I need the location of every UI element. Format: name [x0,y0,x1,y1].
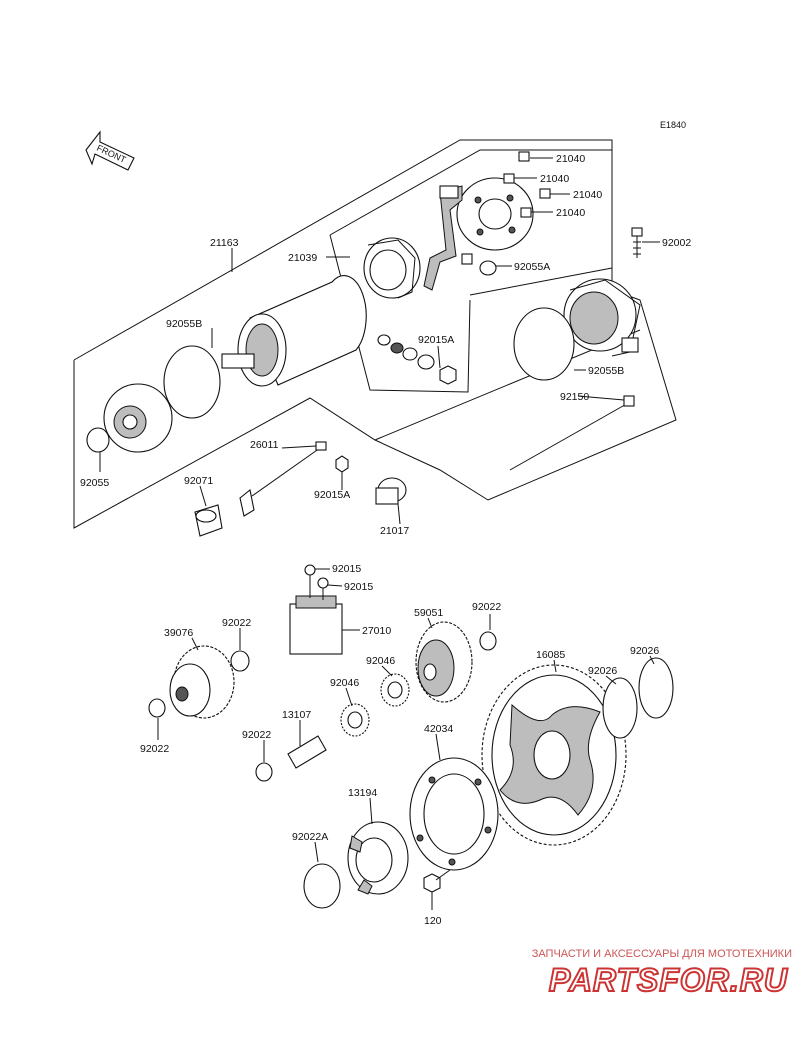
label-92015a-lower: 92015A [314,489,350,501]
label-13107: 13107 [282,709,311,721]
label-13194: 13194 [348,787,377,799]
diagram-code: E1840 [660,120,686,130]
end-cover-right [563,278,641,357]
label-92026-a: 92026 [588,665,617,677]
label-92055b-left: 92055B [166,318,202,330]
needle-bearing-92046-b [380,673,410,707]
label-92022-c: 92022 [242,729,271,741]
washer-92022-c [255,762,273,782]
washer-stack [377,334,457,385]
o-ring-92055b-right [513,307,575,381]
label-92022-b: 92022 [140,743,169,755]
gear-39076 [169,645,235,719]
holder-21039 [363,237,421,299]
label-21017: 21017 [380,525,409,537]
o-ring-92055b-left [163,345,221,419]
washer-92022-b [148,698,166,718]
clutch-housing-42034 [409,757,499,871]
washer-92026-a [602,677,638,739]
label-39076: 39076 [164,627,193,639]
shaft-13107 [287,735,327,769]
label-92071: 92071 [184,475,213,487]
o-ring-92055a [479,260,497,276]
label-59051: 59051 [414,607,443,619]
o-ring-92055 [86,427,110,453]
label-92015a-upper: 92015A [418,334,454,346]
boot-21017 [375,477,407,505]
motor-yoke [221,275,367,387]
label-92026-b: 92026 [630,645,659,657]
nut-92015a-lower [335,455,349,473]
label-92015-b: 92015 [344,581,373,593]
watermark-logo: PARTSFOR.RU [548,962,788,998]
label-92022-d: 92022 [472,601,501,613]
front-cover [103,383,173,453]
washer-92026-b [638,657,674,719]
label-92055b-right: 92055B [588,365,624,377]
brush-plate [423,177,534,291]
one-way-clutch-13194 [347,821,409,895]
gear-16085 [481,664,627,846]
label-92002: 92002 [662,237,691,249]
washer-92022-d [479,631,497,651]
label-21040-c: 21040 [573,189,602,201]
washer-92022-a [230,650,250,672]
bolt-92002 [631,227,643,258]
leader-lines [99,157,660,910]
label-120: 120 [424,915,442,927]
label-92046-b: 92046 [366,655,395,667]
watermark-caption: ЗАПЧАСТИ И АКСЕССУАРЫ ДЛЯ МОТОТЕХНИКИ [531,948,792,960]
label-92046-a: 92046 [330,677,359,689]
label-16085: 16085 [536,649,565,661]
label-92055: 92055 [80,477,109,489]
label-21039: 21039 [288,252,317,264]
label-21163: 21163 [210,237,239,249]
label-21040-b: 21040 [540,173,569,185]
cap-92071 [194,504,223,537]
needle-bearing-92046-a [340,703,370,737]
label-92022a: 92022A [292,831,328,843]
label-92055a: 92055A [514,261,550,273]
label-21040-d: 21040 [556,207,585,219]
washer-92022a [303,863,341,909]
label-42034: 42034 [424,723,453,735]
label-92150: 92150 [560,391,589,403]
long-bolt-92150 [509,395,635,471]
label-21040-a: 21040 [556,153,585,165]
label-92022-a: 92022 [222,617,251,629]
terminal-26011 [239,441,327,517]
label-92015-a: 92015 [332,563,361,575]
gear-59051 [415,621,473,703]
bolt-120 [423,869,451,893]
front-arrow-icon: FRONT [85,130,135,171]
starter-relay-27010 [289,564,343,655]
label-27010: 27010 [362,625,391,637]
watermark-logo-text: PARTSFOR.RU [549,962,788,998]
label-26011: 26011 [250,439,279,451]
